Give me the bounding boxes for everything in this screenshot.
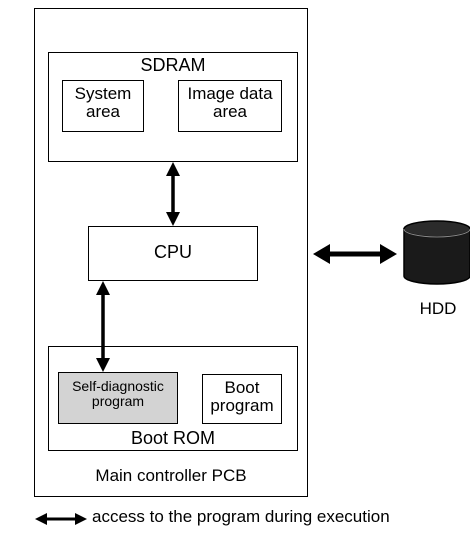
boot-program-label: Boot program [210, 378, 274, 415]
boot-rom-title: Boot ROM [130, 428, 216, 448]
legend-text: access to the program during execution [92, 507, 390, 526]
cpu-box [88, 226, 258, 281]
image-data-area-box [178, 80, 282, 132]
cpu-selfdiag-arrow [96, 281, 110, 372]
sdram-title: SDRAM [140, 55, 206, 75]
boot-program-box [202, 374, 282, 424]
pcb-hdd-arrow [313, 244, 397, 264]
system-area-box [62, 80, 144, 132]
hdd-label: HDD [419, 299, 457, 318]
sdram-cpu-arrow [166, 162, 180, 226]
cpu-label: CPU [153, 242, 192, 262]
pcb-label: Main controller PCB [95, 466, 247, 485]
system-area-label: System area [74, 84, 132, 121]
image-data-area-label: Image data area [187, 84, 273, 121]
legend-arrow-icon [35, 513, 87, 525]
self-diagnostic-program-label: Self-diagnostic program [72, 378, 164, 409]
self-diagnostic-program-box [58, 372, 178, 424]
hdd-cylinder-icon [403, 220, 470, 285]
